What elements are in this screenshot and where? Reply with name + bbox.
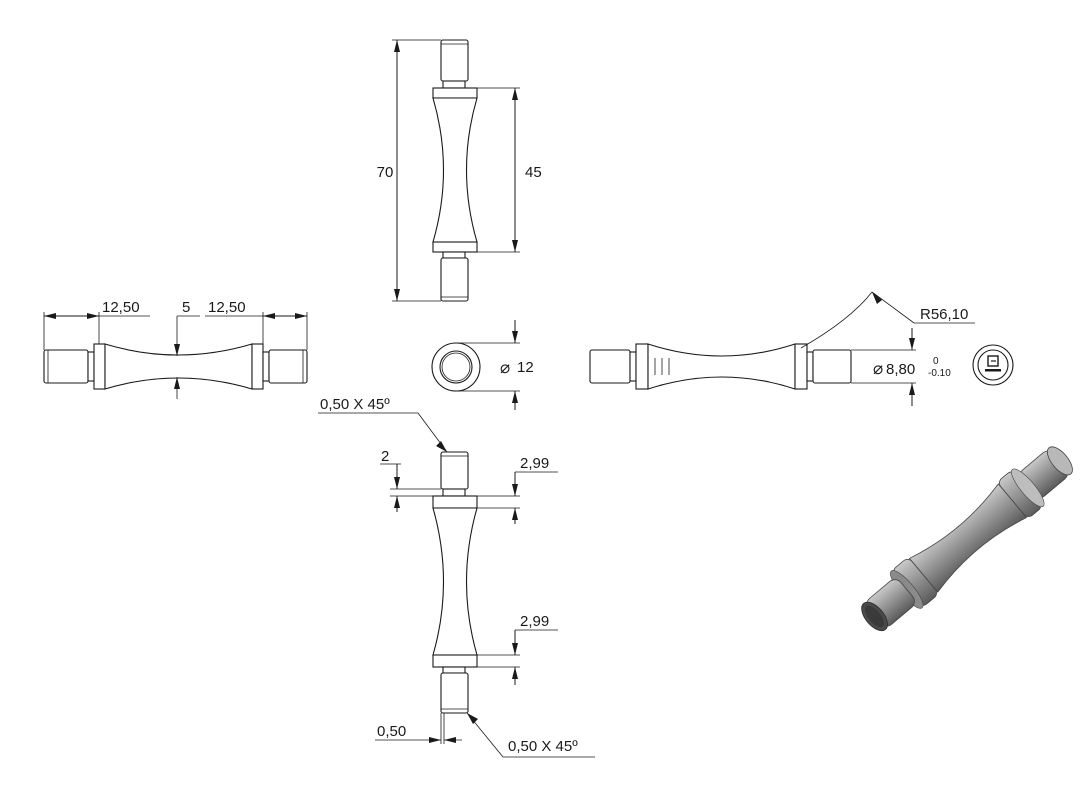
- right-view-left-grip: [589, 349, 631, 384]
- tol-lower: -0.10: [928, 368, 951, 379]
- right-view-right-grip: [812, 349, 852, 384]
- left-view-left-neck: [87, 351, 95, 382]
- dim-chamfer-bottom: 0,50 X 45º: [508, 738, 578, 755]
- diameter-symbol-2: ⌀: [873, 359, 883, 379]
- right-view-gauge: [647, 343, 796, 390]
- left-view-right-collar: [251, 343, 264, 390]
- dim-head-diameter: 12: [517, 359, 534, 376]
- dim-gauge-length: 45: [525, 164, 542, 181]
- dim-grip-left: 12,50: [102, 299, 140, 316]
- right-view-left-collar: [635, 343, 649, 390]
- radius-arc: [800, 291, 873, 349]
- left-view: 12,50 5 12,50: [43, 299, 308, 399]
- dim-grip-right: 12,50: [208, 299, 246, 316]
- end-view-center: ⌀ 12: [431, 320, 534, 410]
- left-view-gauge: [104, 343, 253, 390]
- bottom-view-lower-collar: [432, 654, 478, 668]
- dim-overall-length: 70: [377, 164, 394, 181]
- bottom-view-lower-neck: [442, 666, 466, 674]
- left-view-left-collar: [93, 343, 106, 390]
- dim-neck-width: 5: [182, 299, 190, 316]
- dim-grip-diameter: 8,80: [886, 361, 915, 378]
- right-view-right-collar: [794, 343, 808, 390]
- right-view-left-neck: [629, 351, 637, 382]
- engraved-logo: [985, 355, 1001, 372]
- top-view-gauge: [432, 97, 478, 243]
- top-view-lower-neck: [442, 251, 466, 259]
- top-view-upper-neck: [442, 80, 466, 89]
- left-view-right-grip: [268, 349, 308, 384]
- bottom-view-lower-grip: [440, 672, 469, 714]
- right-view-right-neck: [806, 351, 814, 382]
- right-end-inner-circle: [977, 349, 1009, 381]
- tol-upper: 0: [933, 356, 939, 367]
- bottom-view-gauge: [432, 507, 478, 656]
- dim-shoulder-height: 2: [381, 448, 389, 465]
- left-view-left-grip: [43, 349, 89, 384]
- bottom-view: 0,50 X 45º 2 2,99 2,99 0,: [318, 396, 595, 758]
- dim-chamfer-top: 0,50 X 45º: [320, 396, 390, 413]
- top-view-upper-collar: [432, 87, 478, 99]
- bottom-view-upper-grip: [440, 451, 469, 490]
- dim-chamfer-size: 0,50: [377, 723, 406, 740]
- left-view-right-neck: [262, 351, 270, 382]
- right-view: R56,10 ⌀ 8,80 0 -0.10: [589, 291, 1014, 406]
- bottom-view-upper-collar: [432, 495, 478, 509]
- dim-radius: R56,10: [920, 306, 968, 323]
- top-view-lower-collar: [432, 241, 478, 253]
- top-view-upper-grip: [440, 39, 469, 82]
- diameter-symbol: ⌀: [500, 358, 510, 378]
- dim-collar-top: 2,99: [520, 455, 549, 472]
- dim-collar-bottom: 2,99: [520, 613, 549, 630]
- top-view-lower-grip: [440, 257, 469, 302]
- isometric-view: [861, 446, 1073, 632]
- end-view-inner-circle: [439, 350, 473, 384]
- bottom-view-upper-neck: [442, 488, 466, 497]
- top-view: 70 45: [377, 39, 542, 302]
